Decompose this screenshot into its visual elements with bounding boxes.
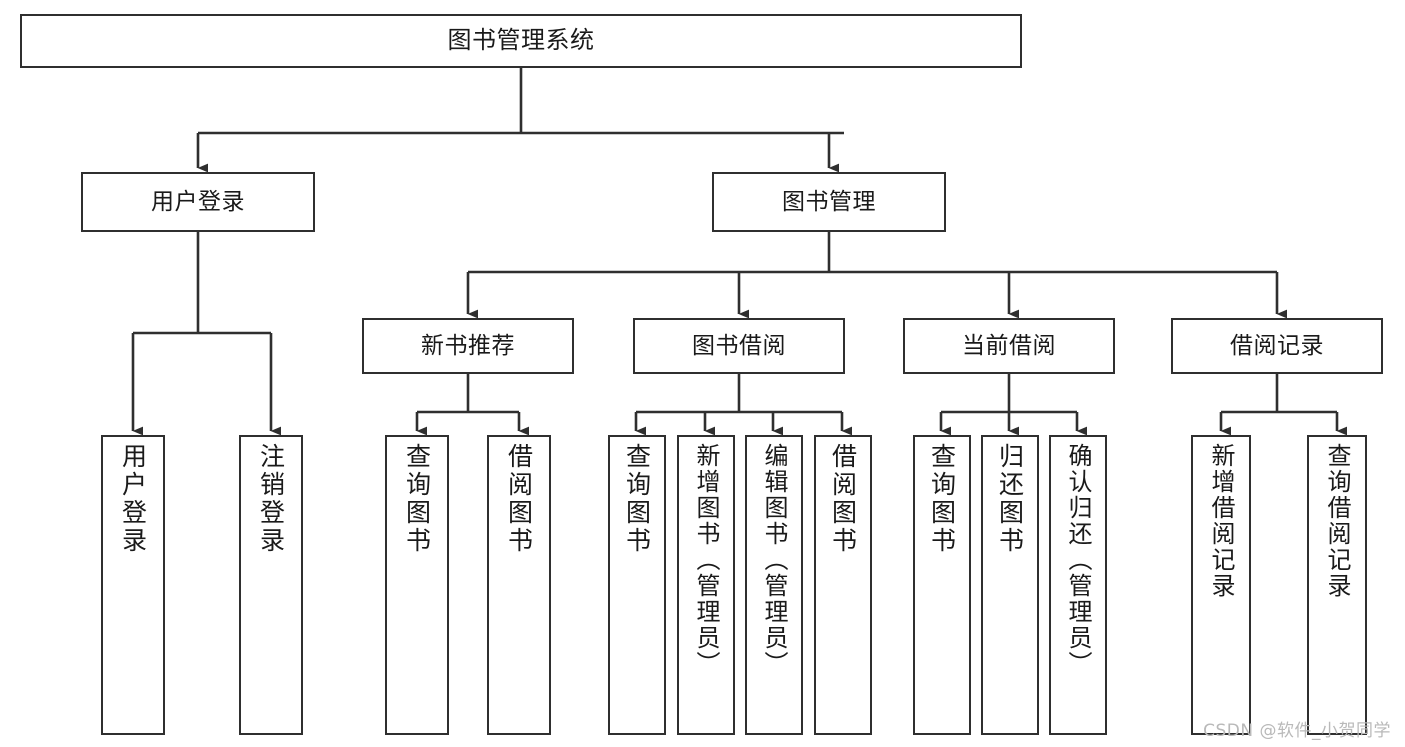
node-leaf-confirm-return[interactable]: 确认归还（管理员）	[1049, 435, 1107, 735]
node-current-borrow-label: 当前借阅	[962, 332, 1056, 359]
node-leaf-user-login[interactable]: 用户登录	[101, 435, 165, 735]
node-leaf-add-record[interactable]: 新增借阅记录	[1191, 435, 1251, 735]
node-leaf-edit-book-label: 编辑图书（管理员）	[760, 443, 788, 677]
node-leaf-borrow-book-2-label: 借阅图书	[828, 443, 858, 555]
node-book-management-label: 图书管理	[782, 188, 876, 215]
node-leaf-query-book-1[interactable]: 查询图书	[385, 435, 449, 735]
node-borrow-record-label: 借阅记录	[1230, 332, 1324, 359]
node-leaf-query-book-3[interactable]: 查询图书	[913, 435, 971, 735]
watermark: CSDN @软件_小贺同学	[1203, 721, 1391, 741]
node-leaf-query-record[interactable]: 查询借阅记录	[1307, 435, 1367, 735]
node-leaf-confirm-return-label: 确认归还（管理员）	[1064, 443, 1092, 677]
node-book-borrow[interactable]: 图书借阅	[633, 318, 845, 374]
node-leaf-query-book-2-label: 查询图书	[622, 443, 652, 555]
node-leaf-return-book[interactable]: 归还图书	[981, 435, 1039, 735]
node-leaf-add-book-label: 新增图书（管理员）	[692, 443, 720, 677]
node-leaf-query-book-3-label: 查询图书	[927, 443, 957, 555]
node-leaf-user-logout[interactable]: 注销登录	[239, 435, 303, 735]
node-leaf-add-record-label: 新增借阅记录	[1207, 443, 1235, 599]
node-current-borrow[interactable]: 当前借阅	[903, 318, 1115, 374]
node-leaf-user-login-label: 用户登录	[118, 443, 148, 555]
node-leaf-return-book-label: 归还图书	[995, 443, 1025, 555]
node-root-label: 图书管理系统	[447, 26, 595, 55]
node-new-book-recommend-label: 新书推荐	[421, 332, 515, 359]
node-leaf-query-book-2[interactable]: 查询图书	[608, 435, 666, 735]
node-leaf-borrow-book-1[interactable]: 借阅图书	[487, 435, 551, 735]
node-borrow-record[interactable]: 借阅记录	[1171, 318, 1383, 374]
node-leaf-edit-book[interactable]: 编辑图书（管理员）	[745, 435, 803, 735]
node-user-login[interactable]: 用户登录	[81, 172, 315, 232]
node-leaf-add-book[interactable]: 新增图书（管理员）	[677, 435, 735, 735]
node-leaf-borrow-book-2[interactable]: 借阅图书	[814, 435, 872, 735]
node-book-management[interactable]: 图书管理	[712, 172, 946, 232]
node-leaf-query-book-1-label: 查询图书	[402, 443, 432, 555]
node-new-book-recommend[interactable]: 新书推荐	[362, 318, 574, 374]
node-leaf-user-logout-label: 注销登录	[256, 443, 286, 555]
node-user-login-label: 用户登录	[151, 188, 245, 215]
node-book-borrow-label: 图书借阅	[692, 332, 786, 359]
node-leaf-query-record-label: 查询借阅记录	[1323, 443, 1351, 599]
node-leaf-borrow-book-1-label: 借阅图书	[504, 443, 534, 555]
node-root[interactable]: 图书管理系统	[20, 14, 1022, 68]
